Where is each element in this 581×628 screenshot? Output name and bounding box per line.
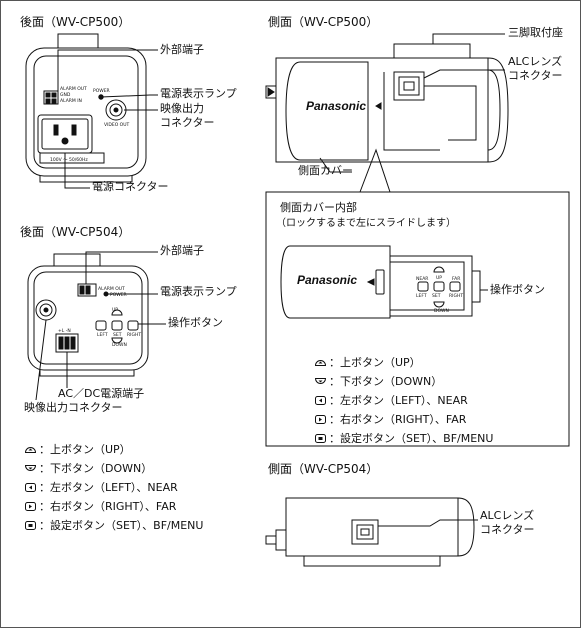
panel-set-cp504: SET <box>113 332 122 338</box>
rear-cp500-camera <box>25 33 147 183</box>
inset-set-label: SET <box>432 293 441 299</box>
legend-set: ：設定ボタン（SET）、BF/MENU <box>24 517 203 533</box>
inset-title: 側面カバー内部 <box>280 201 357 214</box>
panel-alarm-in-cp500: ALARM IN <box>60 98 82 104</box>
inset-down-button-icon <box>433 301 445 308</box>
inset-legend-right: ：右ボタン（RIGHT）、FAR <box>314 411 493 427</box>
callout-power-lamp-cp500: 電源表示ランプ <box>160 87 237 100</box>
inset-up-button-icon <box>433 266 445 273</box>
panel-power-cp504: POWER <box>110 292 127 298</box>
title-rear-cp500: 後面（WV-CP500） <box>20 15 131 29</box>
callout-tripod-mount: 三脚取付座 <box>508 26 563 39</box>
main-legend: ：上ボタン（UP） ：下ボタン（DOWN） ：左ボタン（LEFT）、NEAR ：… <box>24 441 203 533</box>
panel-right-cp504: RIGHT <box>127 332 141 338</box>
brand-logo-inset: Panasonic <box>297 273 358 287</box>
callout-external-terminal-cp504: 外部端子 <box>160 244 204 257</box>
rear-cp504-camera <box>27 253 149 377</box>
side-cp500-camera <box>265 43 509 163</box>
callout-operation-buttons-cp504: 操作ボタン <box>168 316 223 329</box>
right-button-icon <box>315 414 326 424</box>
panel-alarm-out-cp500: ALARM OUT <box>60 86 87 92</box>
panel-gnd-cp500: GND <box>60 92 71 98</box>
inset-right-button-icon <box>449 281 461 292</box>
inset-legend: ：上ボタン（UP） ：下ボタン（DOWN） ：左ボタン（LEFT）、NEAR ：… <box>314 354 493 446</box>
panel-up-cp504: UP <box>112 307 118 313</box>
inset-right-label: RIGHT <box>449 293 463 299</box>
title-rear-cp504: 後面（WV-CP504） <box>20 225 131 239</box>
panel-video-out-cp500: VIDEO OUT <box>104 122 130 128</box>
inset-set-button-icon <box>433 281 445 292</box>
power-connector-cp500 <box>37 114 93 154</box>
callout-alc-504-line1: ALCレンズ <box>480 509 535 522</box>
inset-up-label: UP <box>436 275 442 281</box>
inset-left-label: LEFT <box>416 293 427 299</box>
panel-power-cp500: POWER <box>93 88 110 94</box>
left-button-icon <box>25 482 36 492</box>
up-button-icon <box>314 359 327 366</box>
panel-ac-rating: 100V ～ 50/60Hz <box>50 157 88 163</box>
inset-subtitle: （ロックするまで左にスライドします） <box>276 218 456 229</box>
legend-left: ：左ボタン（LEFT）、NEAR <box>24 479 203 495</box>
inset-legend-left: ：左ボタン（LEFT）、NEAR <box>314 392 493 408</box>
panel-down-cp504: DOWN <box>112 342 127 348</box>
title-side-cp504: 側面（WV-CP504） <box>268 462 379 476</box>
callout-alc-504-line2: コネクター <box>480 523 535 536</box>
legend-right: ：右ボタン（RIGHT）、FAR <box>24 498 203 514</box>
callout-external-terminal-cp500: 外部端子 <box>160 43 204 56</box>
brand-logo-side-cp500: Panasonic <box>306 99 367 113</box>
down-button-icon <box>314 377 327 384</box>
set-button-icon <box>25 520 36 530</box>
set-button-icon <box>315 433 326 443</box>
inset-legend-up: ：上ボタン（UP） <box>314 354 493 370</box>
title-side-cp500: 側面（WV-CP500） <box>268 15 379 29</box>
side-cp504-camera <box>265 497 475 567</box>
callout-power-connector: 電源コネクター <box>92 180 169 193</box>
callout-side-cover: 側面カバー <box>298 164 353 177</box>
callout-alc-line2: コネクター <box>508 69 563 82</box>
panel-alarm-out-cp504: ALARM OUT <box>98 286 125 292</box>
right-button-icon <box>25 501 36 511</box>
inset-legend-down: ：下ボタン（DOWN） <box>314 373 493 389</box>
inset-side-camera <box>280 245 473 319</box>
inset-left-button-icon <box>417 281 429 292</box>
callout-power-lamp-cp504: 電源表示ランプ <box>160 285 237 298</box>
callout-video-out-connector-cp504: 映像出力コネクター <box>24 401 123 414</box>
callout-acdc-terminal: AC／DC電源端子 <box>58 387 145 400</box>
panel-dc-pm: +L -N <box>58 328 71 334</box>
inset-near-label: NEAR <box>416 276 428 282</box>
inset-far-label: FAR <box>452 276 460 282</box>
alc-connector-cp504 <box>351 519 379 545</box>
left-button-icon <box>315 395 326 405</box>
legend-up: ：上ボタン（UP） <box>24 441 203 457</box>
up-button-icon <box>24 446 37 453</box>
legend-down: ：下ボタン（DOWN） <box>24 460 203 476</box>
inset-legend-set: ：設定ボタン（SET）、BF/MENU <box>314 430 493 446</box>
callout-video-out-line1: 映像出力 <box>160 102 204 115</box>
side-cover-cp500 <box>285 61 369 161</box>
callout-operation-buttons-inset: 操作ボタン <box>490 283 545 296</box>
callout-video-out-line2: コネクター <box>160 116 215 129</box>
panel-left-cp504: LEFT <box>97 332 108 338</box>
down-button-icon <box>24 464 37 471</box>
inset-down-label: DOWN <box>434 308 449 314</box>
callout-alc-line1: ALCレンズ <box>508 55 563 68</box>
